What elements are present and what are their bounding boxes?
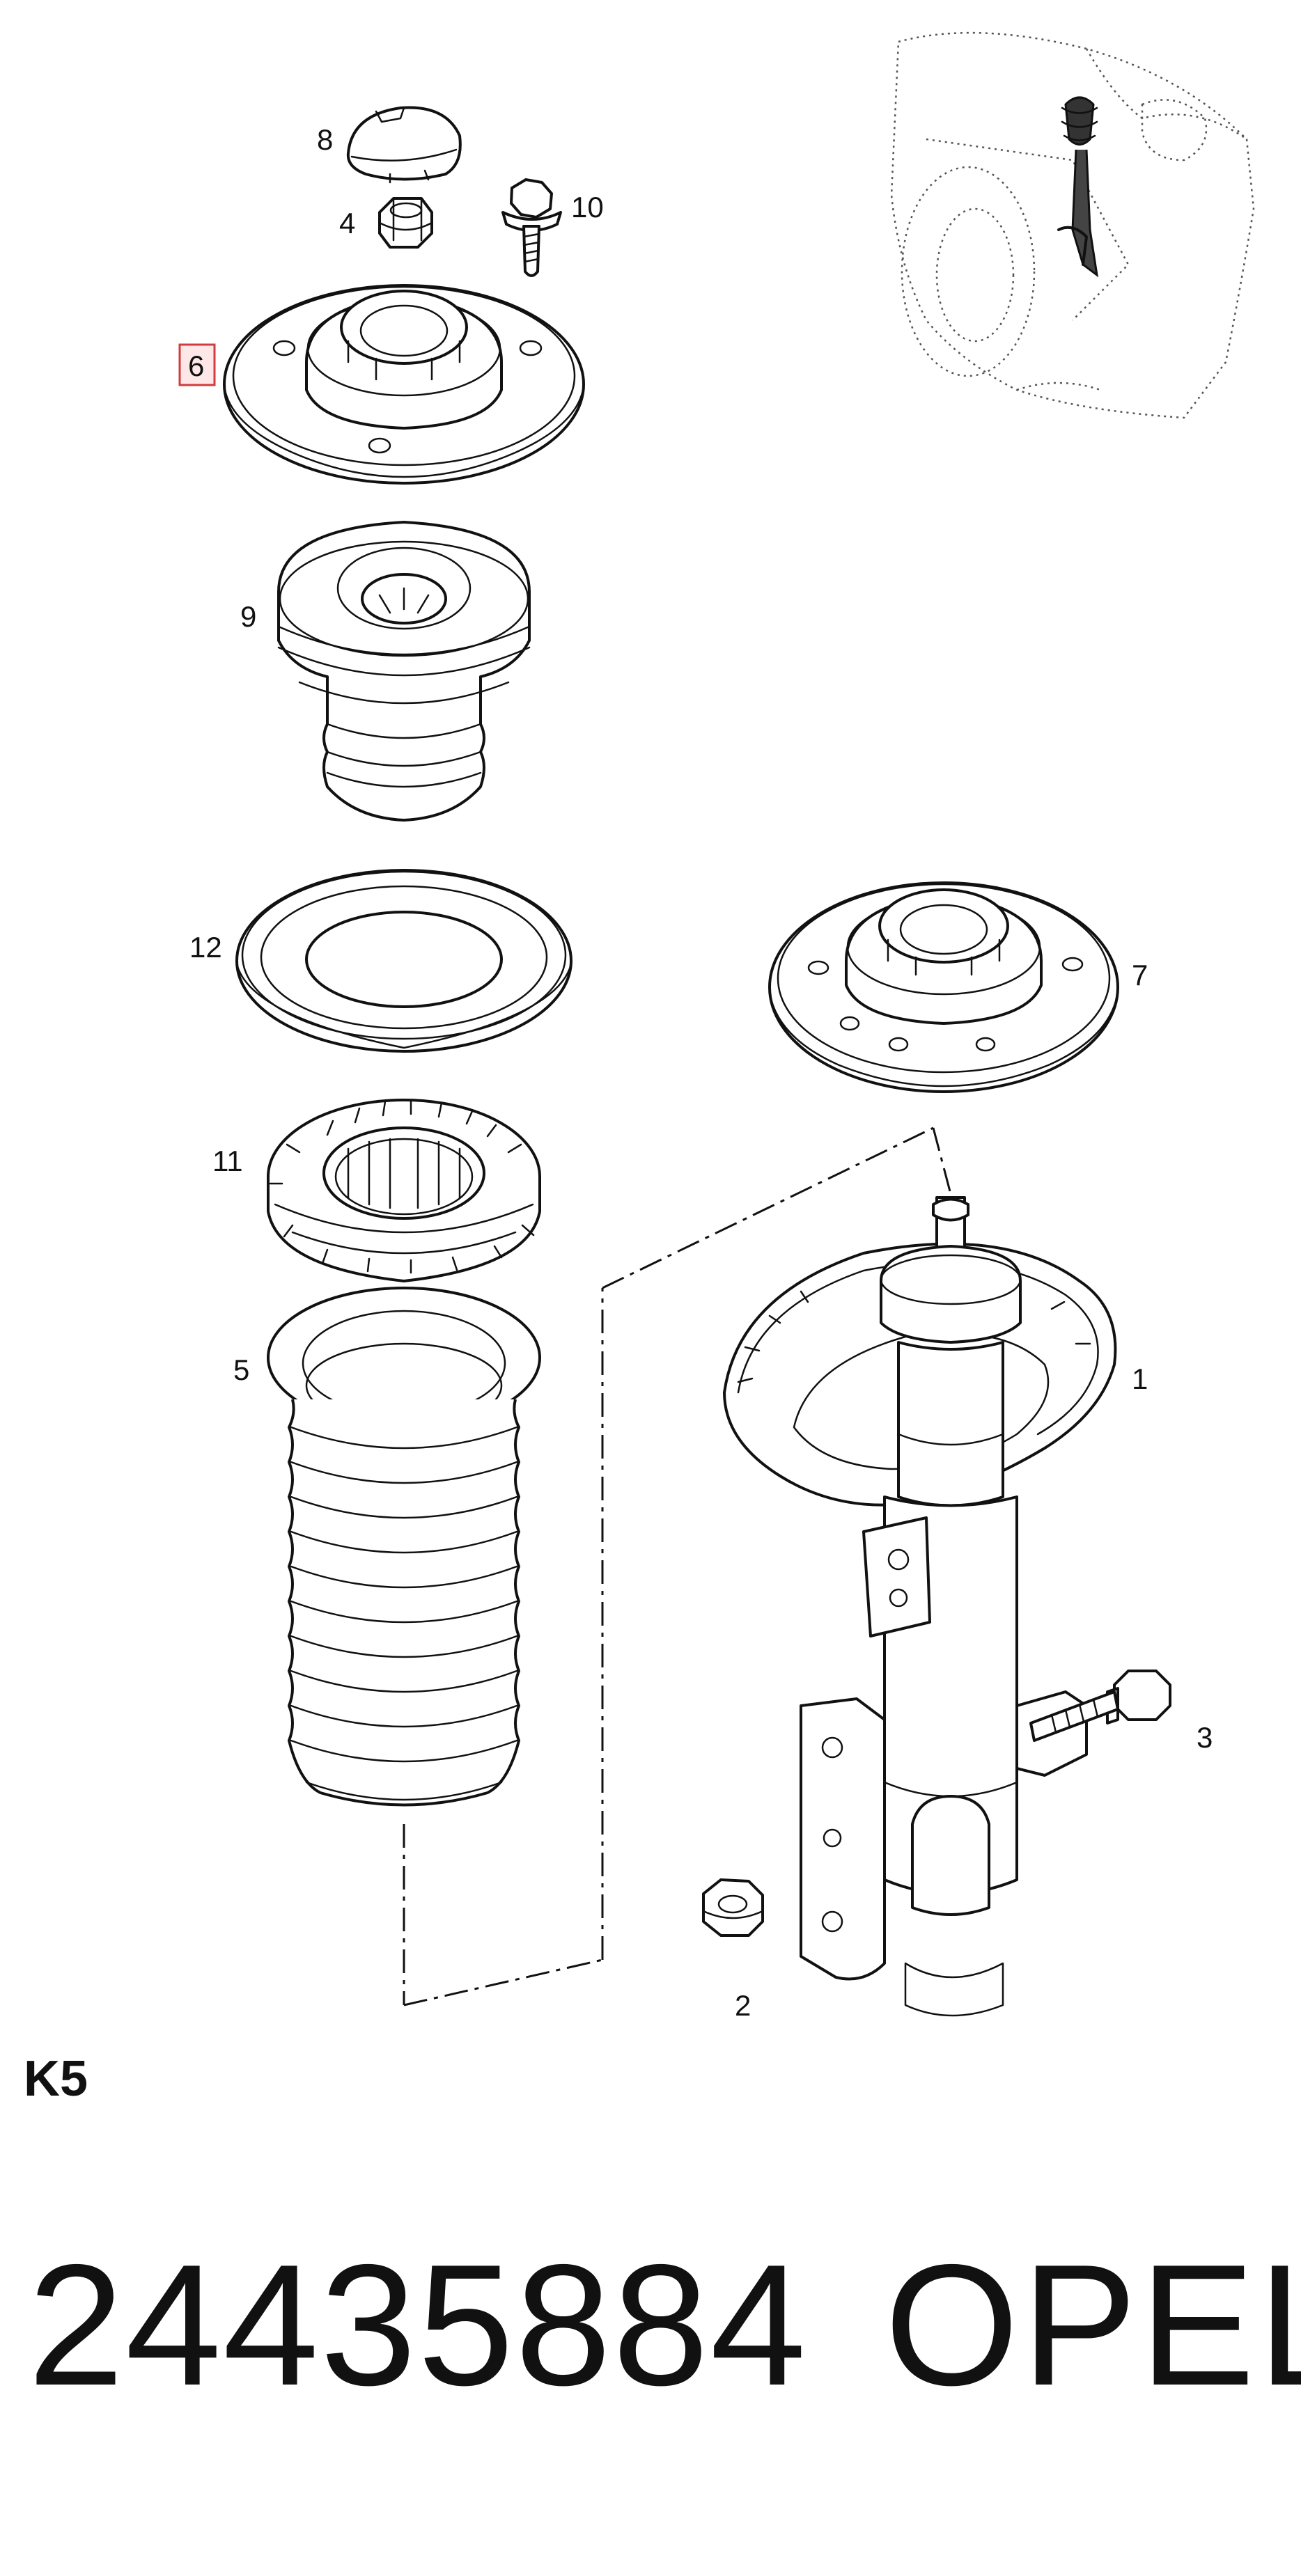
part-8-cap bbox=[346, 106, 462, 184]
brand-name: OPEL bbox=[885, 2228, 1301, 2421]
vehicle-location-inset bbox=[890, 31, 1255, 419]
callout-4: 4 bbox=[339, 207, 355, 239]
callout-9: 9 bbox=[240, 600, 256, 633]
part-6-strut-mount bbox=[223, 284, 585, 485]
callout-6-highlight-box bbox=[178, 343, 216, 386]
part-10-bolt bbox=[501, 178, 562, 277]
callout-11: 11 bbox=[212, 1145, 243, 1177]
assembly-dash-lines bbox=[403, 1126, 952, 2006]
part-3-bolt bbox=[1029, 1670, 1171, 1742]
callout-12: 12 bbox=[189, 931, 222, 964]
part-2-nut bbox=[702, 1878, 764, 1937]
callout-8: 8 bbox=[317, 123, 333, 156]
part-4-nut bbox=[378, 197, 433, 249]
callout-3: 3 bbox=[1197, 1721, 1213, 1754]
exploded-parts-diagram: 8 4 10 6 9 12 7 11 5 1 3 2 bbox=[178, 31, 1255, 2019]
inset-strut-highlight bbox=[1057, 96, 1099, 278]
callout-5: 5 bbox=[233, 1353, 249, 1386]
callout-labels: 8 4 10 6 9 12 7 11 5 1 3 2 bbox=[178, 123, 1213, 2019]
part-9-bump-stop bbox=[277, 521, 531, 822]
part-7-strut-mount bbox=[768, 881, 1119, 1093]
part-number: 24435884 bbox=[28, 2228, 808, 2421]
callout-6: 6 bbox=[188, 350, 204, 382]
callout-1: 1 bbox=[1132, 1362, 1148, 1395]
part-5-dust-boot bbox=[267, 1287, 541, 1807]
part-12-insulator-ring bbox=[235, 869, 572, 1053]
callout-7: 7 bbox=[1132, 959, 1148, 991]
catalog-code: K5 bbox=[24, 2051, 88, 2107]
part-1-strut bbox=[723, 1196, 1117, 2017]
callout-2: 2 bbox=[735, 1989, 751, 2019]
callout-10: 10 bbox=[571, 191, 604, 223]
part-11-bearing bbox=[267, 1099, 541, 1282]
